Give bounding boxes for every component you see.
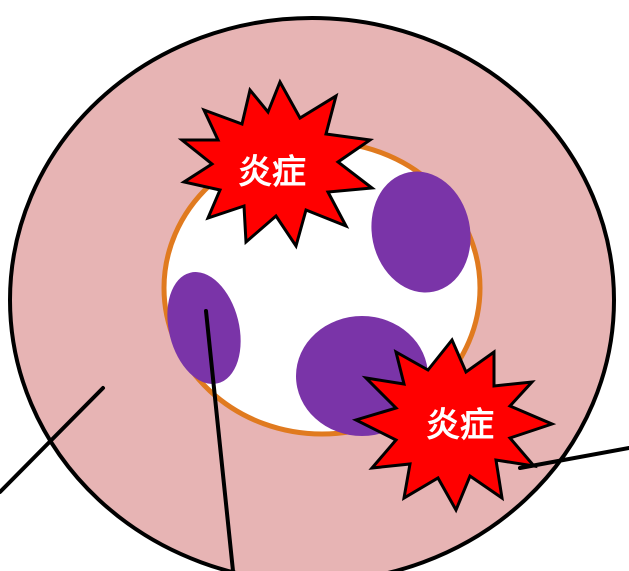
burst-label-bottom-right: 炎症: [426, 406, 494, 446]
burst-label-top: 炎症: [238, 153, 306, 193]
